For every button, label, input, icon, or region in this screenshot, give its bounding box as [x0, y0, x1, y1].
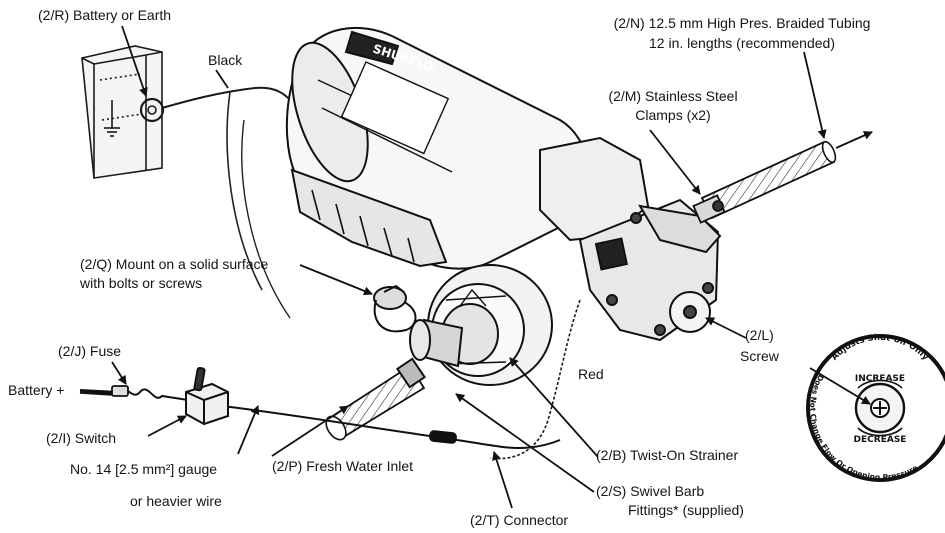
outlet-tubing [700, 131, 873, 220]
label-tubing-line1: (2/N) 12.5 mm High Pres. Braided Tubing [613, 15, 871, 31]
wire-connector [429, 430, 457, 444]
label-tubing-line2: 12 in. lengths (recommended) [649, 35, 835, 51]
earth-bracket [81, 45, 165, 179]
dial-decrease-label: DECREASE [854, 435, 907, 445]
black-wire [161, 86, 293, 109]
shutoff-adjust-dial: Adjusts Shut-off Only Does Not Change Fl… [806, 333, 945, 482]
outlet-clamp [692, 194, 726, 224]
label-mount-line1: (2/Q) Mount on a solid surface [80, 256, 269, 272]
label-screw-line1: (2/L) [745, 327, 774, 343]
label-swivel-barb-line1: (2/S) Swivel Barb [596, 483, 705, 499]
mount-bracket-outline [226, 91, 263, 291]
label-clamps-line1: (2/M) Stainless Steel [608, 88, 738, 104]
label-battery-plus: Battery + [8, 382, 65, 398]
label-mount-line2: with bolts or screws [80, 275, 203, 291]
label-switch: (2/I) Switch [46, 430, 117, 446]
leader-lines [111, 25, 871, 509]
toggle-switch [185, 366, 229, 426]
mount-foot [373, 284, 417, 333]
label-wire-gauge-line1: No. 14 [2.5 mm²] gauge [70, 461, 218, 477]
label-connector: (2/T) Connector [470, 512, 569, 528]
pump-motor [285, 26, 591, 270]
label-twist-on-strainer: (2/B) Twist-On Strainer [596, 447, 739, 463]
label-clamps-line2: Clamps (x2) [635, 107, 711, 123]
pump-head [539, 136, 722, 342]
label-black-wire: Black [208, 52, 243, 68]
label-screw-line2: Screw [740, 348, 779, 364]
label-wire-gauge-line2: or heavier wire [130, 493, 222, 509]
label-swivel-barb-line2: Fittings* (supplied) [628, 502, 744, 518]
flow-arrow-outlet [835, 131, 873, 149]
dial-increase-label: INCREASE [855, 374, 905, 384]
label-fuse: (2/J) Fuse [58, 343, 122, 359]
battery-wire [79, 387, 561, 449]
inlet-fitting [325, 318, 464, 441]
inline-fuse [111, 385, 129, 397]
label-fresh-water-inlet: (2/P) Fresh Water Inlet [272, 458, 414, 474]
label-battery-earth: (2/R) Battery or Earth [38, 7, 172, 23]
label-red-wire: Red [578, 366, 604, 382]
